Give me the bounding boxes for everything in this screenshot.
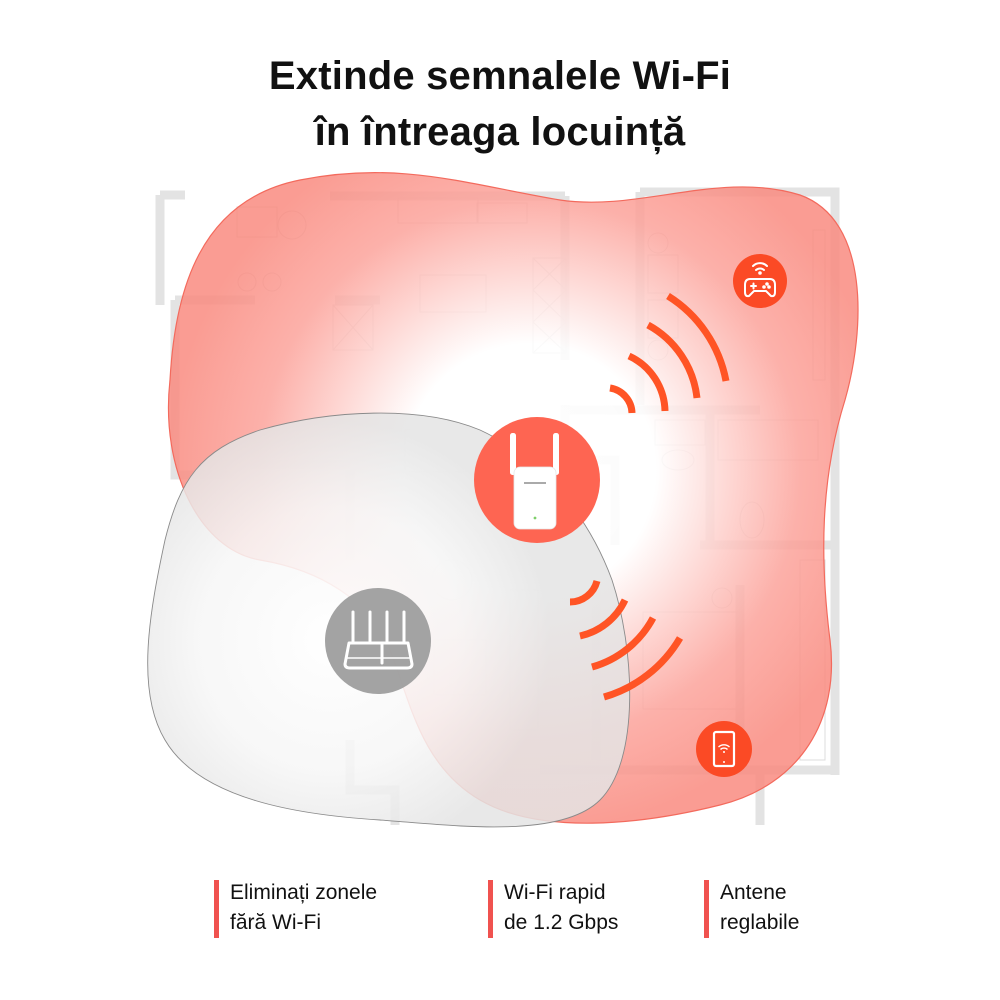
feature-line: reglabile	[720, 911, 800, 934]
page-title: Extinde semnalele Wi-Fi în întreaga locu…	[0, 48, 1000, 160]
signal-waves-lower	[569, 579, 684, 701]
feature-list: Eliminați zonele fără Wi-Fi Wi-Fi rapid …	[0, 878, 1000, 938]
feature-line: Wi-Fi rapid	[504, 881, 606, 904]
feature-text: Antene reglabile	[720, 878, 799, 938]
feature-accent-bar	[488, 880, 493, 938]
feature-item: Eliminați zonele fără Wi-Fi	[214, 878, 377, 938]
gamepad-wifi-icon	[744, 262, 776, 298]
signal-waves-upper	[609, 293, 730, 414]
title-line-1: Extinde semnalele Wi-Fi	[268, 54, 732, 98]
feature-text: Wi-Fi rapid de 1.2 Gbps	[504, 878, 618, 938]
feature-line: Eliminați zonele	[230, 881, 378, 904]
wifi-range-extender-icon	[510, 433, 559, 530]
router-badge	[325, 588, 431, 694]
feature-item: Antene reglabile	[704, 878, 799, 938]
title-line-2: în întreaga locuință	[314, 110, 686, 154]
feature-line: Antene	[720, 881, 787, 904]
feature-item: Wi-Fi rapid de 1.2 Gbps	[488, 878, 618, 938]
tablet-wifi-icon	[712, 730, 736, 768]
gamepad-badge	[733, 254, 787, 308]
feature-accent-bar	[704, 880, 709, 938]
feature-accent-bar	[214, 880, 219, 938]
feature-text: Eliminați zonele fără Wi-Fi	[230, 878, 377, 938]
feature-line: fără Wi-Fi	[230, 911, 321, 934]
feature-line: de 1.2 Gbps	[504, 911, 619, 934]
wifi-router-icon	[343, 610, 414, 670]
extender-badge	[474, 417, 600, 543]
tablet-badge	[696, 721, 752, 777]
